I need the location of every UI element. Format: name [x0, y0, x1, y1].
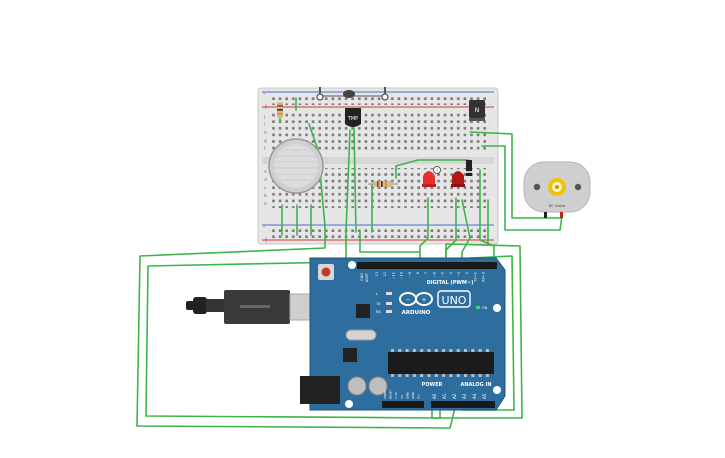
power-pin-label: GND	[405, 391, 409, 399]
digital-pin-label: TX→1	[473, 272, 477, 283]
motor-label: DC motor	[549, 204, 566, 208]
digital-pin-label: 13	[375, 272, 379, 276]
digital-label: DIGITAL (PWM~)	[427, 280, 474, 286]
power-header[interactable]	[382, 401, 424, 408]
aref-label: AREF	[365, 273, 369, 282]
transistor[interactable]: N	[469, 100, 485, 121]
dc-motor[interactable]: DC motor	[523, 161, 591, 218]
gas-sensor[interactable]	[268, 138, 324, 194]
digital-pin-label: RX←0	[482, 272, 486, 282]
rail-plus-label: +	[263, 103, 269, 111]
wire[interactable]	[359, 231, 421, 253]
wires	[136, 97, 563, 429]
digital-pin-label: ~5	[441, 272, 445, 277]
power-pin-label: RESET	[389, 389, 393, 399]
analog-pin-label: A4	[472, 393, 477, 399]
row-letter: f	[264, 146, 266, 152]
row-letter: j	[263, 114, 265, 120]
svg-text:+: +	[421, 297, 426, 304]
led-red-bright[interactable]: !	[422, 166, 441, 188]
digital-pin-label: 2	[465, 272, 469, 274]
gear-icon	[548, 178, 566, 196]
analog-pin-label: A5	[482, 393, 487, 399]
row-letter: b	[264, 193, 267, 199]
row-letter: e	[264, 170, 267, 175]
power-pin-label: Vin	[417, 394, 421, 399]
reset-button-cap	[321, 267, 331, 277]
digital-pin-label: ~11	[391, 272, 395, 279]
analog-pin-label: A3	[462, 393, 467, 399]
digital-header[interactable]	[357, 262, 497, 269]
wire[interactable]	[145, 231, 441, 419]
brand-label: ARDUINO	[402, 310, 431, 316]
wire[interactable]	[481, 145, 563, 231]
transistor-label: N	[475, 107, 480, 114]
row-letter: d	[264, 177, 267, 183]
temperature-sensor[interactable]: TMP	[345, 108, 361, 127]
microcontroller-chip	[388, 352, 494, 374]
led-info-icon: !	[436, 168, 438, 174]
rx-label: RX	[376, 310, 381, 314]
digital-pin-label: ~6	[432, 272, 436, 277]
l-label: L	[376, 292, 378, 296]
row-letter: g	[264, 139, 267, 144]
analog-label: ANALOG IN	[460, 382, 491, 388]
digital-pin-label: 4	[449, 271, 453, 274]
digital-pin-label: 7	[424, 272, 428, 274]
wire[interactable]	[479, 169, 495, 263]
arduino-logo: − +	[399, 292, 433, 306]
on-label: ON	[482, 306, 488, 310]
wire[interactable]	[395, 159, 469, 179]
power-jack[interactable]	[300, 376, 340, 404]
svg-text:−: −	[405, 296, 410, 303]
wire[interactable]	[469, 131, 563, 219]
resistor[interactable]	[277, 102, 283, 118]
wire[interactable]	[353, 127, 357, 233]
analog-pin-label: A0	[432, 393, 437, 399]
model-label: UNO	[442, 294, 467, 307]
tmp-label: TMP	[347, 116, 358, 122]
tx-label: TX	[375, 302, 381, 306]
row-letter: c	[264, 186, 267, 191]
digital-pin-label: ~9	[408, 272, 412, 277]
photoresistor[interactable]	[316, 87, 389, 101]
led-red-dark[interactable]	[451, 171, 465, 187]
digital-pin-label: ~10	[400, 272, 404, 279]
rail-plus-label-bottom: +	[263, 236, 269, 244]
wire[interactable]	[345, 129, 351, 233]
wire[interactable]	[431, 243, 523, 419]
usb-cable[interactable]	[186, 290, 315, 324]
row-letter: i	[264, 122, 265, 128]
power-label: POWER	[422, 382, 443, 388]
row-letter: a	[264, 202, 267, 207]
rail-minus-label: -	[263, 90, 266, 98]
digital-pin-label: 8	[416, 272, 420, 274]
chip-pins	[391, 349, 489, 377]
rail-minus-label-bottom: -	[263, 223, 266, 231]
resistor-horizontal[interactable]	[368, 181, 398, 187]
digital-pin-labels: 13 12 ~11 ~10 ~9 8 7 ~6 ~5 4 ~3 2 TX→1 RX←0	[375, 271, 486, 282]
digital-pin-label: ~3	[457, 272, 461, 277]
wire[interactable]	[419, 197, 429, 263]
analog-pin-label: A2	[452, 393, 457, 399]
analog-pin-labels: A0 A1 A2 A3 A4 A5	[432, 393, 487, 399]
digital-pin-label: 12	[383, 272, 387, 276]
power-pin-label: 3.3V	[394, 391, 398, 399]
analog-header[interactable]	[431, 401, 495, 408]
row-letter: h	[264, 130, 267, 136]
diode[interactable]	[466, 160, 472, 176]
power-pin-label: 5V	[400, 394, 404, 399]
power-pin-label: IOREF	[383, 390, 387, 399]
wire[interactable]	[136, 225, 457, 429]
analog-pin-label: A1	[442, 393, 447, 399]
gnd-label: GND	[360, 273, 364, 281]
power-pin-label: GND	[411, 391, 415, 399]
